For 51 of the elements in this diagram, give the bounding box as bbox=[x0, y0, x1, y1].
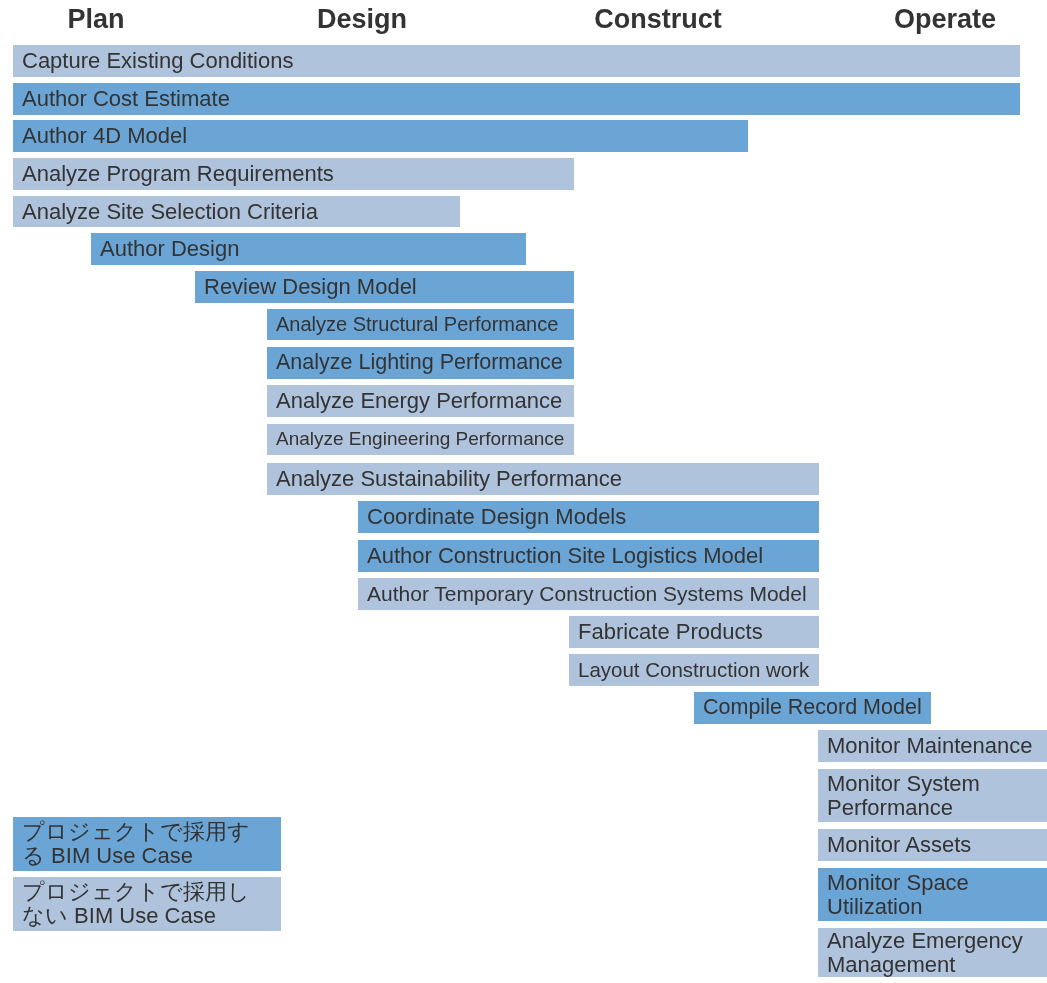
task-bar bbox=[13, 158, 574, 190]
phase-heading: Construct bbox=[594, 4, 722, 35]
task-label: Monitor System Performance bbox=[827, 771, 981, 820]
task-bar bbox=[694, 692, 931, 724]
task-bar bbox=[818, 769, 1047, 822]
task-label: Analyze Sustainability Performance bbox=[276, 467, 623, 491]
task-bar bbox=[358, 501, 819, 533]
task-bar bbox=[267, 385, 574, 417]
task-label: Author Construction Site Logistics Model bbox=[367, 544, 764, 568]
task-label: Coordinate Design Models bbox=[367, 505, 627, 529]
task-label: Author 4D Model bbox=[22, 124, 188, 148]
task-bar bbox=[569, 616, 819, 648]
phase-heading: Operate bbox=[894, 4, 996, 35]
task-label: Monitor Assets bbox=[827, 833, 972, 857]
task-label: Author Cost Estimate bbox=[22, 87, 230, 111]
task-label: Capture Existing Conditions bbox=[22, 49, 294, 73]
task-bar bbox=[818, 868, 1047, 921]
task-bar bbox=[358, 578, 819, 610]
task-label: Analyze Structural Performance bbox=[276, 313, 559, 336]
task-label: Fabricate Products bbox=[578, 620, 763, 644]
task-label: Analyze Engineering Performance bbox=[276, 429, 565, 450]
task-bar bbox=[358, 540, 819, 572]
task-label: Analyze Energy Performance bbox=[276, 389, 563, 413]
legend-text: プロジェクトで採用する BIM Use Case bbox=[22, 820, 251, 868]
task-label: Compile Record Model bbox=[703, 696, 922, 720]
task-bar bbox=[13, 45, 1020, 77]
task-label: Monitor Space Utilization bbox=[827, 870, 970, 919]
task-bar bbox=[91, 233, 526, 265]
task-bar bbox=[267, 309, 574, 340]
task-label: Author Temporary Construction Systems Model bbox=[367, 582, 807, 606]
task-label: Author Design bbox=[100, 237, 240, 261]
task-bar bbox=[569, 654, 819, 686]
task-bar bbox=[818, 829, 1047, 861]
task-label: Analyze Program Requirements bbox=[22, 162, 334, 186]
phase-heading: Design bbox=[317, 4, 407, 35]
task-label: Monitor Maintenance bbox=[827, 734, 1033, 758]
task-bar bbox=[267, 424, 574, 455]
task-bar bbox=[267, 463, 819, 495]
phase-heading: Plan bbox=[67, 4, 125, 35]
task-label: Analyze Lighting Performance bbox=[276, 351, 563, 375]
task-label: Analyze Site Selection Criteria bbox=[22, 199, 318, 224]
task-bar bbox=[13, 196, 460, 227]
task-bar bbox=[267, 347, 574, 379]
task-label: Review Design Model bbox=[204, 275, 417, 299]
task-bar bbox=[13, 120, 748, 152]
legend-text: プロジェクトで採用しない BIM Use Case bbox=[22, 880, 251, 928]
task-bar bbox=[195, 271, 574, 303]
task-bar bbox=[13, 83, 1020, 115]
task-label: Layout Construction work bbox=[578, 658, 810, 682]
task-label: Analyze Emergency Management bbox=[827, 928, 1024, 977]
task-bar bbox=[818, 730, 1047, 762]
